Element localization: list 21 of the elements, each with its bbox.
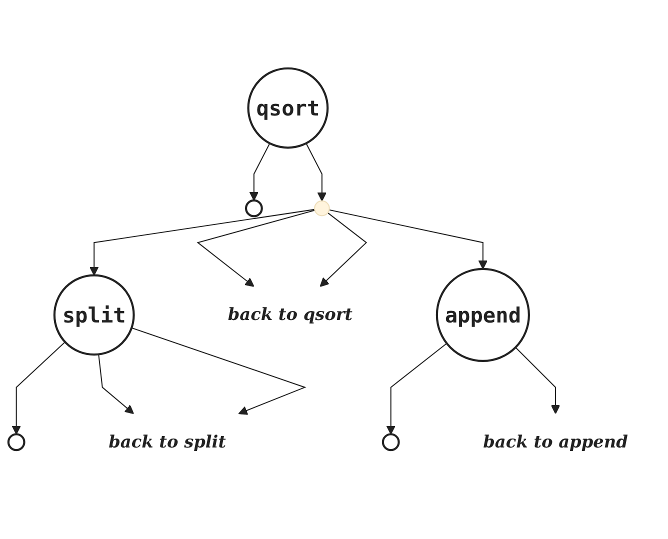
arrow bbox=[386, 342, 448, 435]
node-point bbox=[314, 200, 330, 216]
node-circle: qsort bbox=[247, 67, 329, 149]
arrow bbox=[89, 208, 315, 276]
arrow bbox=[329, 209, 488, 270]
arrow bbox=[306, 143, 327, 202]
arrow bbox=[196, 210, 315, 287]
node-circle: split bbox=[53, 274, 135, 356]
arrow bbox=[131, 327, 306, 415]
node-circle bbox=[244, 199, 263, 218]
node-text: back to split bbox=[108, 432, 226, 452]
arrow bbox=[515, 347, 560, 414]
arrow bbox=[12, 342, 66, 435]
node-text: back to qsort bbox=[228, 304, 353, 324]
node-circle: append bbox=[436, 268, 530, 362]
arrow bbox=[98, 354, 134, 414]
node-circle bbox=[382, 433, 400, 452]
node-circle bbox=[7, 433, 26, 452]
arrow bbox=[249, 143, 270, 201]
node-text: back to append bbox=[483, 432, 628, 452]
arrow bbox=[320, 212, 368, 287]
